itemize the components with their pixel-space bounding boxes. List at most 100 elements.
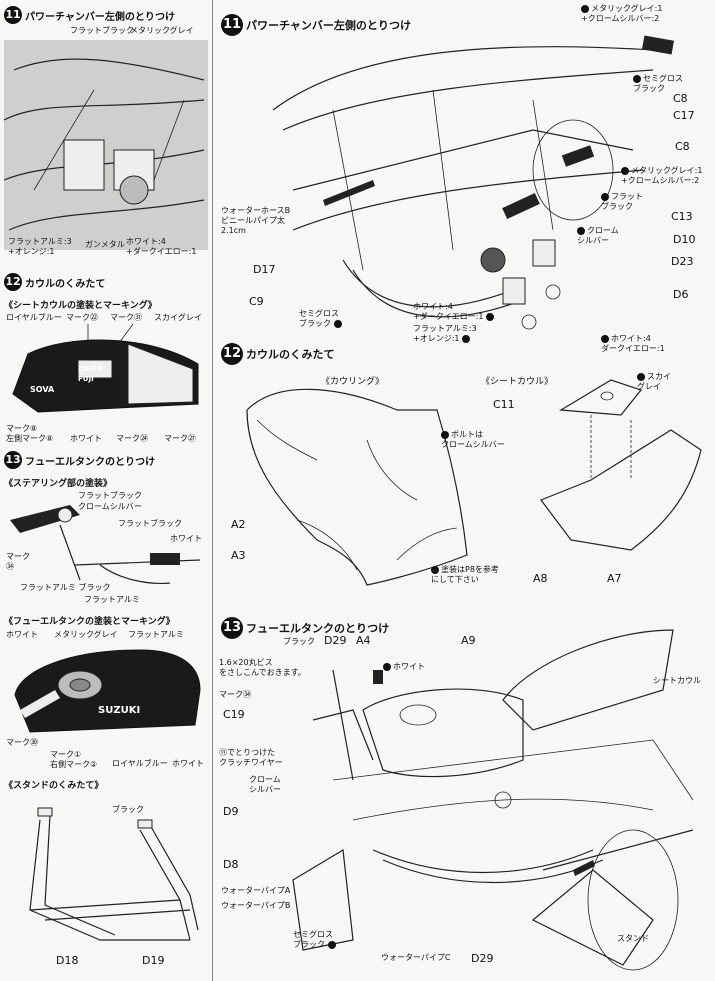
label-text: フラットアルミ:3 +オレンジ:1 [413, 324, 477, 343]
label-text: スカイ グレイ [637, 372, 671, 391]
label-flat-black-1: フラットブラック [78, 491, 142, 500]
label-water-c: ウォーターパイプC [381, 953, 451, 962]
label-gunmetal: ガンメタル [85, 240, 125, 249]
label-water-hose: ウォーターホースB ビニールパイプ太 2.1cm [221, 206, 291, 235]
label-flat-alumi: フラットアルミ [84, 595, 140, 604]
label-text: メタリックグレイ:1 +クロームシルバー:2 [621, 166, 703, 185]
part-d19: D19 [142, 954, 165, 967]
label-text: フラット ブラック [601, 192, 643, 211]
step-title: パワーチャンバー左側のとりつけ [25, 11, 175, 23]
label-mark27: マーク㉗ [164, 434, 196, 443]
paint-dot-icon [601, 334, 609, 343]
part-c17: C17 [673, 109, 695, 122]
label-flat-alumi-tank: フラットアルミ [128, 630, 184, 639]
step-number: 11 [4, 6, 22, 24]
label-flat-black-r: フラット ブラック [601, 192, 643, 212]
paint-dot-icon [333, 319, 342, 328]
engine-photo [3, 40, 208, 250]
label-text: 塗装はP8を参考 にして下さい [431, 565, 499, 584]
label-metallic-chrome: メタリックグレイ:1 +クロームシルバー:2 [581, 4, 662, 24]
part-c8-a: C8 [673, 92, 688, 105]
label-mark22: マーク㉒ [66, 313, 98, 322]
label-white-tank-2: ホワイト [172, 759, 204, 768]
fuel-tank-drawing [14, 649, 201, 733]
stand-subheading: 《スタンドのくみたて》 [4, 781, 104, 791]
step-title: カウルのくみたて [246, 348, 335, 361]
label-black-r13: ブラック [283, 637, 315, 646]
label-white: ホワイト [70, 434, 102, 443]
tank-subheading: 《フューエルタンクの塗装とマーキング》 [4, 617, 175, 627]
label-text: セミグロス ブラック [299, 309, 339, 328]
paint-dot-icon [485, 312, 494, 321]
paint-dot-icon [327, 940, 336, 949]
part-d9: D9 [223, 805, 239, 818]
part-a9: A9 [461, 634, 476, 647]
label-black-stand: ブラック [112, 805, 144, 814]
sponsor-sova: SOVA [30, 385, 55, 394]
step-title: フューエルタンクのとりつけ [246, 622, 390, 635]
label-water-a: ウォーターパイプA [221, 886, 291, 895]
part-a8: A8 [533, 572, 548, 585]
part-d17: D17 [253, 263, 276, 276]
label-flat-black: フラットブラック [70, 26, 134, 35]
part-d29-a: D29 [324, 634, 347, 647]
label-metallic-chrome-2: メタリックグレイ:1 +クロームシルバー:2 [621, 166, 702, 186]
label-mark24: マーク㉔ [116, 434, 148, 443]
label-semigloss-r13: セミグロス ブラック [293, 930, 338, 950]
part-a2: A2 [231, 518, 246, 531]
step-11-frame-drawing [272, 35, 674, 330]
label-flat-orange: フラットアルミ:3 +オレンジ:1 [413, 324, 477, 344]
part-c13: C13 [671, 210, 693, 223]
steering-subheading: 《ステアリング部の塗装》 [4, 479, 113, 489]
part-c9: C9 [249, 295, 264, 308]
paint-dot-icon [577, 226, 585, 235]
part-a3: A3 [231, 549, 246, 562]
label-text: クローム シルバー [577, 226, 619, 245]
part-c19: C19 [223, 708, 245, 721]
label-white-steering: ホワイト [170, 534, 202, 543]
label-clutch-wire: ⑪でとりつけた クラッチワイヤー [219, 748, 283, 767]
step-title: フューエルタンクのとりつけ [25, 456, 156, 468]
step-number: 12 [221, 343, 243, 365]
step-title: カウルのくみたて [25, 278, 106, 290]
label-flat-alumi-orange: フラットアルミ:3 +オレンジ:1 [8, 237, 72, 256]
step-13-bike-drawing [292, 629, 694, 971]
label-stand: スタンド [617, 934, 649, 943]
paint-dot-icon [621, 166, 629, 175]
label-bolt: ボルトは クロームシルバー [441, 430, 505, 450]
label-royal-blue: ロイヤルブルー [6, 313, 62, 322]
label-water-b: ウォーターパイプB [221, 901, 291, 910]
part-d18: D18 [56, 954, 79, 967]
label-semigloss-black: セミグロス ブラック [633, 74, 683, 94]
label-text: セミグロス ブラック [293, 930, 333, 949]
paint-dot-icon [581, 4, 589, 13]
label-sky-grey-r: スカイ グレイ [637, 372, 671, 392]
part-d10: D10 [673, 233, 696, 246]
engine-photo-drawing [3, 40, 208, 250]
sponsor-daito: DAITO FUJI [78, 365, 103, 383]
label-semigloss-black-2: セミグロス ブラック [299, 309, 344, 329]
label-mark31: マーク㉛ [110, 313, 142, 322]
paint-dot-icon [462, 334, 471, 343]
label-paint-note: 塗装はP8を参考 にして下さい [431, 565, 499, 585]
paint-dot-icon [637, 372, 645, 381]
label-text: メタリックグレイ:1 +クロームシルバー:2 [581, 4, 663, 23]
seat-cowl-drawing [12, 323, 199, 413]
step-title: パワーチャンバー左側のとりつけ [246, 19, 411, 32]
paint-dot-icon [633, 74, 641, 83]
label-mark30: マーク㉚ [6, 738, 38, 747]
label-text: セミグロス ブラック [633, 74, 683, 93]
label-text: ボルトは クロームシルバー [441, 430, 505, 449]
label-white-yellow: ホワイト:4 +ダークイエロー:1 [126, 237, 197, 256]
label-chrome-silver: クロームシルバー [78, 502, 142, 511]
label-mark34-r: マーク㉞ [219, 690, 251, 699]
label-white-yellow-1: ホワイト:4 +ダークイエロー:1 [413, 302, 496, 322]
label-flat-black-2: フラットブラック [118, 519, 182, 528]
seat-cowl-subheading: 《シートカウルの塗装とマーキング》 [4, 301, 157, 311]
